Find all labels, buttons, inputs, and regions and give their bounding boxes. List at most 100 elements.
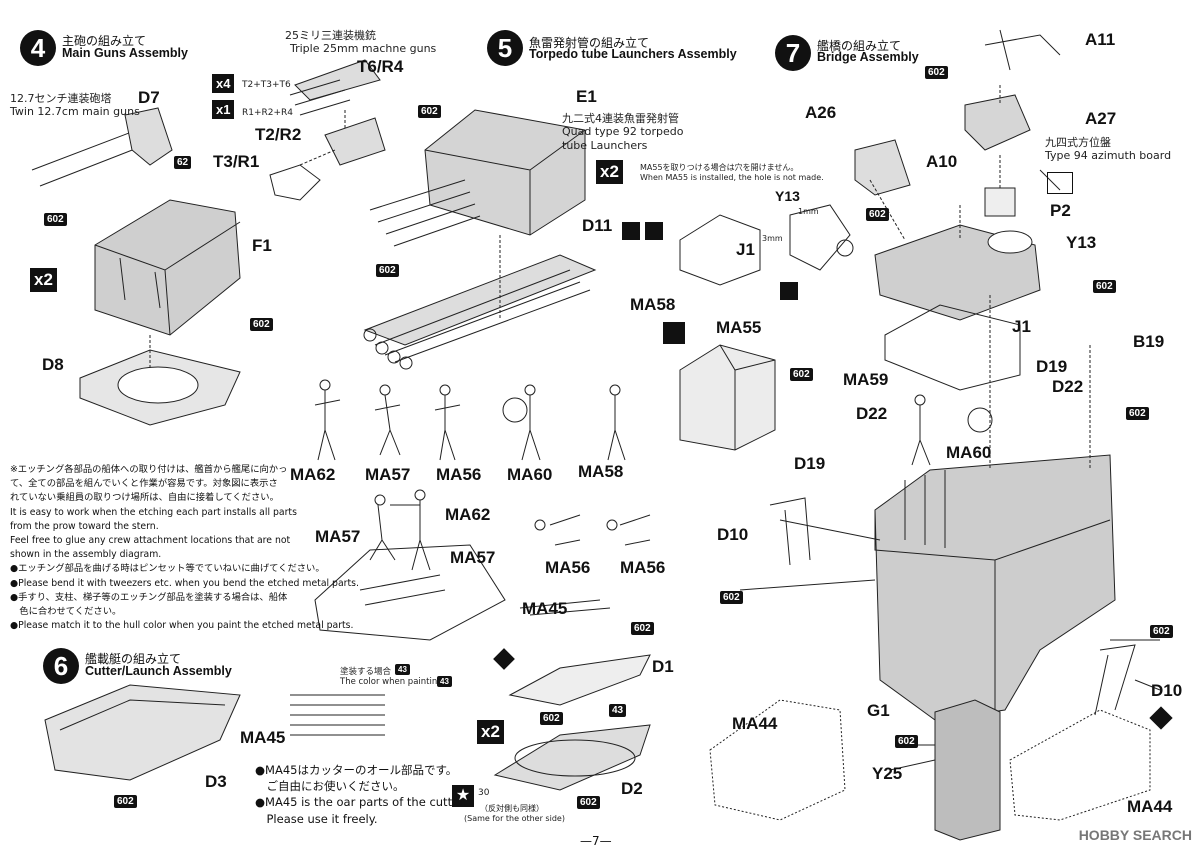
paint-when-jp: 塗装する場合 <box>340 667 392 677</box>
cut-icon <box>1047 172 1073 194</box>
drill-icon <box>780 282 798 300</box>
azimuth-label-jp: 九四式方位盤 <box>1045 136 1111 149</box>
part-ma56-b: MA56 <box>545 558 591 577</box>
ma55-structure <box>679 344 776 451</box>
paint-code-602: 602 <box>866 208 889 221</box>
same-side-jp: （反対側も同様） <box>480 804 544 813</box>
paint-code-602: 602 <box>418 105 441 118</box>
paint-code-62: 62 <box>174 156 192 169</box>
step-4-title-en: Main Guns Assembly <box>62 46 188 60</box>
part-ma44: MA44 <box>732 714 778 733</box>
boat-d3 <box>44 684 241 781</box>
part-d8: D8 <box>42 355 64 374</box>
paint-when-en: The color when painting is <box>340 677 453 687</box>
t-combo-label: T2+T3+T6 <box>242 80 291 90</box>
part-ma62: MA62 <box>290 465 336 484</box>
mg-mount <box>294 59 381 101</box>
quad-label-en-2: tube Launchers <box>562 139 648 152</box>
step-5-title-jp: 魚雷発射管の組み立て <box>529 36 650 50</box>
multiplier-x4: x4 <box>212 74 235 93</box>
paint-code-43: 43 <box>609 704 627 717</box>
part-ma55: MA55 <box>716 318 762 337</box>
paint-code-602: 602 <box>376 264 399 277</box>
brush-icon <box>622 222 640 240</box>
part-y13: Y13 <box>1066 233 1097 252</box>
triple-mg-label-jp: 25ミリ三連装機銃 <box>285 29 376 42</box>
step-6-number: 6 <box>43 648 79 684</box>
page-number: —7— <box>580 834 612 848</box>
part-ma58: MA58 <box>578 462 624 481</box>
part-p2: P2 <box>1050 201 1071 220</box>
paint-code-602: 602 <box>790 368 813 381</box>
part-d1: D1 <box>652 657 674 676</box>
part-ma60: MA60 <box>507 465 553 484</box>
torpedo-tubes <box>363 254 597 346</box>
gun-breech <box>124 107 173 166</box>
paint-code-602: 602 <box>577 796 600 809</box>
part-ma60-b: MA60 <box>946 443 992 462</box>
ma55-note-en: When MA55 is installed, the hole is not … <box>640 173 824 182</box>
step-7-number: 7 <box>775 35 811 71</box>
part-ma56: MA56 <box>436 465 482 484</box>
part-g1: G1 <box>867 701 890 720</box>
r-combo-label: R1+R2+R4 <box>242 108 294 118</box>
step-4-number: 4 <box>20 30 56 66</box>
part-d10: D10 <box>717 525 749 544</box>
step-5-number: 5 <box>487 30 523 66</box>
paint-code-602: 602 <box>1126 407 1149 420</box>
ma55-note-jp: MA55を取りつける場合は穴を開けません。 <box>640 163 799 172</box>
dim-3mm: 3mm <box>762 234 783 243</box>
step-4-title-jp: 主砲の組み立て <box>62 34 147 48</box>
part-t2-r2: T2/R2 <box>255 125 302 144</box>
paint-code-602: 602 <box>114 795 137 808</box>
part-ma59: MA59 <box>843 370 889 389</box>
part-ma45-b: MA45 <box>522 599 568 618</box>
torpedo-housing <box>424 109 586 236</box>
part-ma44-b: MA44 <box>1127 797 1173 816</box>
part-ma58-b: MA58 <box>630 295 676 314</box>
part-ma45: MA45 <box>240 728 286 747</box>
assembly-notes: ※エッチング各部品の船体への取り付けは、艦首から艦尾に向かって、全ての部品を組ん… <box>10 464 359 632</box>
part-d19-b: D19 <box>1036 357 1068 376</box>
part-d22: D22 <box>856 404 888 423</box>
multiplier-x2: x2 <box>596 160 623 184</box>
step-6-title-en: Cutter/Launch Assembly <box>85 664 232 678</box>
step-7-title-en: Bridge Assembly <box>817 50 919 64</box>
paint-code-43: 43 <box>437 676 452 687</box>
part-j1-small: J1 <box>736 240 755 259</box>
paint-code-602: 602 <box>720 591 743 604</box>
part-f1: F1 <box>252 236 272 255</box>
boat-d1 <box>508 654 651 706</box>
paint-code-602: 602 <box>925 66 948 79</box>
step-6-title-jp: 艦載艇の組み立て <box>85 652 182 666</box>
part-d22-b: D22 <box>1052 377 1084 396</box>
crew-figures <box>314 379 993 571</box>
multiplier-x2: x2 <box>30 268 57 292</box>
decal-number: 30 <box>478 788 490 798</box>
twin-gun-label-jp: 12.7センチ連装砲塔 <box>10 92 112 105</box>
twin-gun-label-en: Twin 12.7cm main guns <box>10 105 140 118</box>
multiplier-x1: x1 <box>212 100 235 119</box>
part-a10: A10 <box>926 152 958 171</box>
part-y13-small: Y13 <box>775 188 800 204</box>
quad-label-jp: 九二式4連装魚雷発射管 <box>562 112 679 125</box>
part-t6-r4: T6/R4 <box>357 57 404 76</box>
part-d3: D3 <box>205 772 227 791</box>
paint-code-43: 43 <box>395 664 410 675</box>
part-d11: D11 <box>582 216 613 235</box>
quad-label-en-1: Quad type 92 torpedo <box>562 125 684 138</box>
paint-code-602: 602 <box>540 712 563 725</box>
part-d2: D2 <box>621 779 643 798</box>
part-d10-b: D10 <box>1151 681 1183 700</box>
paint-code-602: 602 <box>250 318 273 331</box>
part-a11: A11 <box>1085 30 1116 49</box>
multiplier-x2: x2 <box>477 720 504 744</box>
part-d7: D7 <box>138 88 160 107</box>
paint-code-602: 602 <box>895 735 918 748</box>
part-j1: J1 <box>1012 317 1031 336</box>
part-ma57: MA57 <box>365 465 411 484</box>
paint-code-602: 602 <box>44 213 67 226</box>
triple-mg-label-en: Triple 25mm machne guns <box>290 42 437 55</box>
part-b19: B19 <box>1133 332 1165 351</box>
